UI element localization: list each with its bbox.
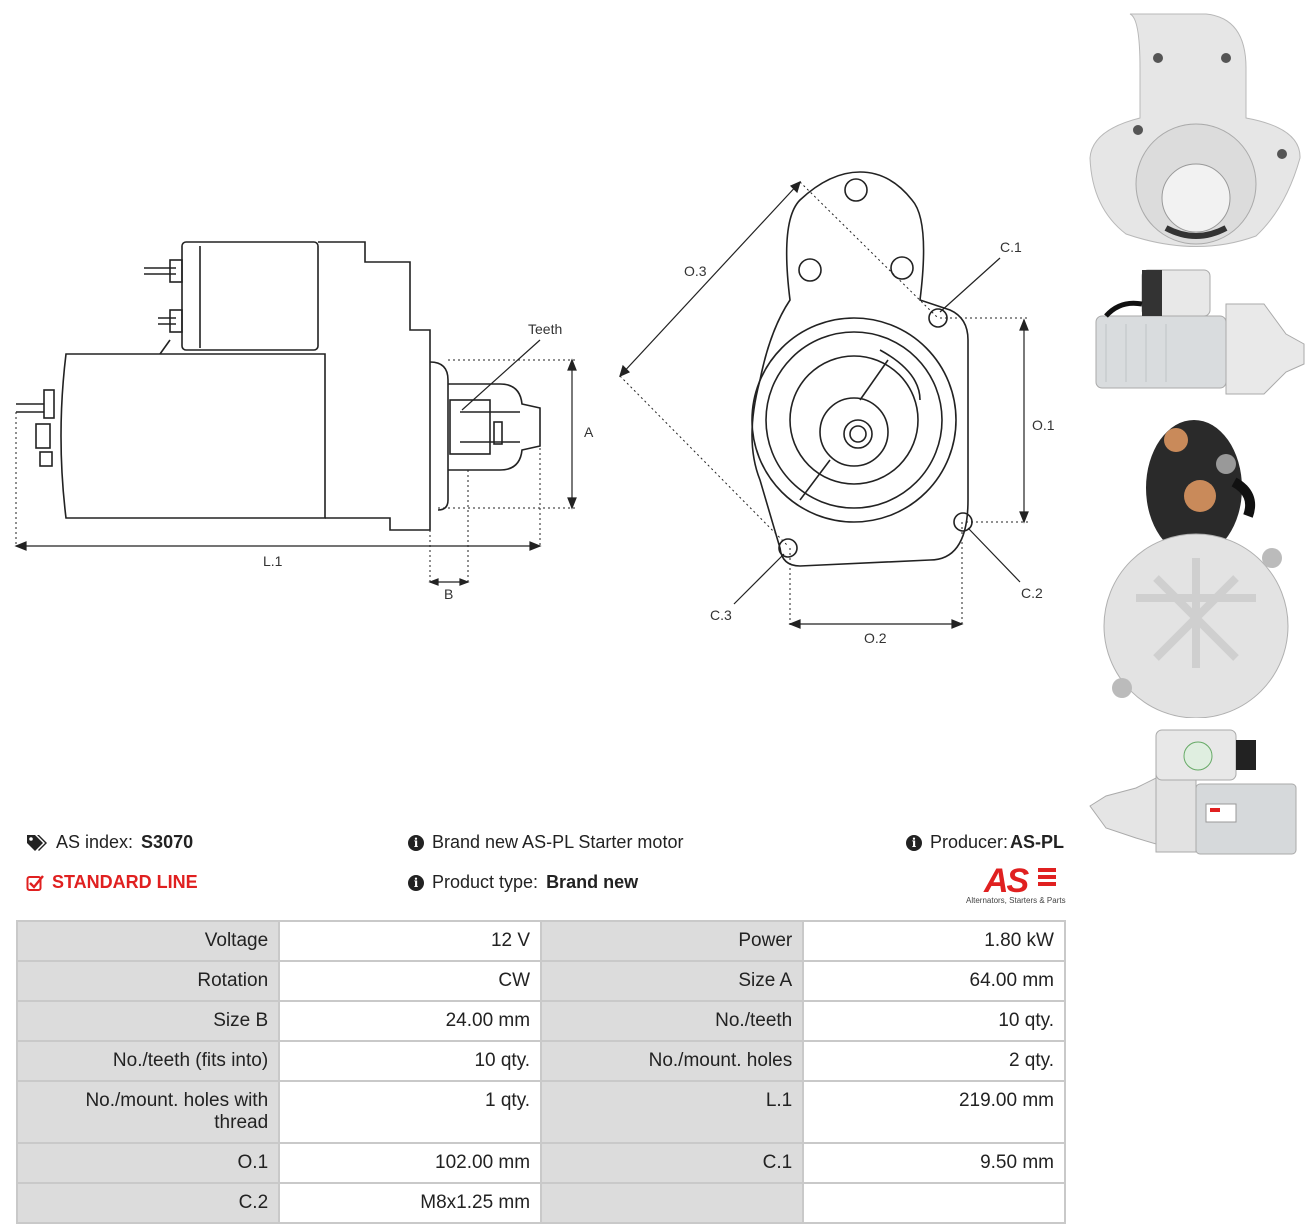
info-icon: i bbox=[906, 834, 922, 851]
spec-label: No./teeth bbox=[540, 1000, 805, 1042]
spec-value: 1 qty. bbox=[278, 1080, 543, 1144]
info-icon: i bbox=[408, 874, 424, 891]
spec-value bbox=[802, 1182, 1066, 1224]
spec-value: 102.00 mm bbox=[278, 1142, 543, 1184]
spec-value: 24.00 mm bbox=[278, 1000, 543, 1042]
spec-value: 10 qty. bbox=[802, 1000, 1066, 1042]
tags-icon bbox=[27, 834, 47, 851]
photo-front[interactable] bbox=[1086, 8, 1306, 254]
spec-label: No./mount. holes bbox=[540, 1040, 805, 1082]
spec-label: C.2 bbox=[15, 1182, 281, 1224]
description-text: Brand new AS-PL Starter motor bbox=[432, 832, 684, 852]
spec-label: L.1 bbox=[540, 1080, 805, 1144]
checkbox-icon bbox=[26, 874, 44, 891]
spec-value: M8x1.25 mm bbox=[278, 1182, 543, 1224]
spec-value: 219.00 mm bbox=[802, 1080, 1066, 1144]
spec-label: Voltage bbox=[15, 920, 281, 962]
standard-line-label: STANDARD LINE bbox=[52, 872, 198, 892]
label-o2: O.2 bbox=[864, 630, 887, 646]
technical-drawing: Teeth A L.1 B O.3 C.1 O.1 C.2 C.3 O.2 bbox=[14, 171, 1055, 646]
as-index: AS index: S3070 bbox=[26, 832, 193, 853]
label-o1: O.1 bbox=[1032, 417, 1055, 433]
photo-side[interactable] bbox=[1086, 264, 1306, 400]
spec-label: C.1 bbox=[540, 1142, 805, 1184]
standard-line: STANDARD LINE bbox=[26, 872, 198, 893]
label-o3: O.3 bbox=[684, 263, 707, 279]
product-type-label: Product type: bbox=[432, 872, 539, 892]
spec-label: Size A bbox=[540, 960, 805, 1002]
photo-side-label[interactable] bbox=[1086, 726, 1306, 866]
spec-value: 64.00 mm bbox=[802, 960, 1066, 1002]
table-row: No./teeth (fits into)10 qty.No./mount. h… bbox=[15, 1040, 1066, 1082]
spec-label: O.1 bbox=[15, 1142, 281, 1184]
label-c1: C.1 bbox=[1000, 239, 1022, 255]
logo-tagline: Alternators, Starters & Parts bbox=[966, 896, 1066, 905]
label-c2: C.2 bbox=[1021, 585, 1043, 601]
label-l1: L.1 bbox=[263, 553, 283, 569]
info-icon: i bbox=[408, 834, 424, 851]
spec-value: CW bbox=[278, 960, 543, 1002]
logo-bars-icon bbox=[1038, 868, 1056, 889]
spec-label bbox=[540, 1182, 805, 1224]
producer-value: AS-PL bbox=[1010, 832, 1065, 852]
spec-label: Power bbox=[540, 920, 805, 962]
spec-value: 12 V bbox=[278, 920, 543, 962]
producer-label: Producer: bbox=[930, 832, 1009, 852]
spec-value: 1.80 kW bbox=[802, 920, 1066, 962]
as-index-value: S3070 bbox=[141, 832, 194, 852]
as-pl-logo: AS Alternators, Starters & Parts bbox=[962, 862, 1070, 908]
as-index-label: AS index: bbox=[56, 832, 134, 852]
spec-label: No./teeth (fits into) bbox=[15, 1040, 281, 1082]
spec-value: 2 qty. bbox=[802, 1040, 1066, 1082]
logo-text: AS bbox=[984, 862, 1029, 900]
solenoid-outline bbox=[181, 241, 319, 351]
spec-label: Size B bbox=[15, 1000, 281, 1042]
spec-label: Rotation bbox=[15, 960, 281, 1002]
spec-value: 10 qty. bbox=[278, 1040, 543, 1082]
product-type: i Product type: Brand new bbox=[408, 872, 638, 893]
spec-label: No./mount. holes with thread bbox=[15, 1080, 281, 1144]
producer: i Producer: AS-PL bbox=[906, 832, 1064, 853]
description: i Brand new AS-PL Starter motor bbox=[408, 832, 683, 853]
photo-rear[interactable] bbox=[1086, 408, 1306, 718]
label-b: B bbox=[444, 586, 453, 602]
label-teeth: Teeth bbox=[528, 321, 562, 337]
label-a: A bbox=[584, 424, 594, 440]
housing-outer bbox=[751, 317, 957, 523]
motor-body bbox=[60, 353, 326, 519]
spec-value: 9.50 mm bbox=[802, 1142, 1066, 1184]
label-c3: C.3 bbox=[710, 607, 732, 623]
product-type-value: Brand new bbox=[546, 872, 639, 892]
flange-outline bbox=[751, 171, 969, 567]
